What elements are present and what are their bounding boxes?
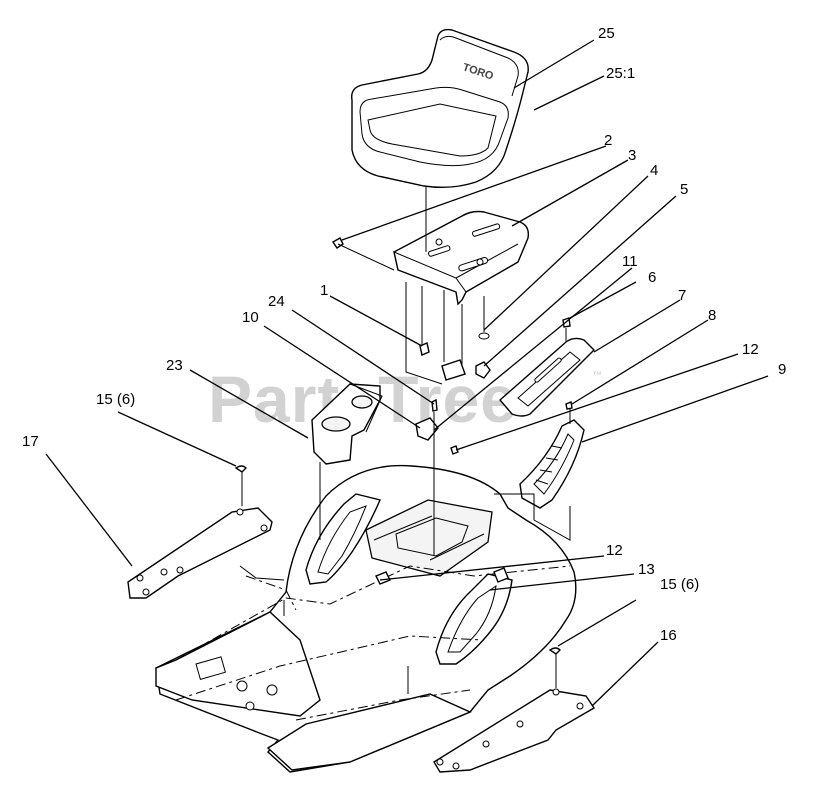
screw-part-12-top (450, 445, 459, 455)
callout-11: 11 (622, 253, 638, 270)
callout-15-right: 15 (6) (660, 576, 699, 593)
knob-part-2 (332, 237, 344, 249)
callout-12-low: 12 (606, 542, 623, 559)
washer-part-4 (478, 332, 490, 340)
bolt-part-1 (419, 342, 430, 356)
watermark-trademark: ™ (592, 370, 602, 381)
callout-23: 23 (166, 357, 183, 374)
callout-2: 2 (604, 132, 612, 149)
clip-part-10 (415, 417, 439, 441)
screw-part-15-left (234, 465, 247, 473)
callout-labels: 25 25:1 2 3 4 5 11 6 7 8 12 9 1 24 10 23… (22, 25, 786, 644)
screw-part-15-right (548, 647, 561, 655)
foot-pad-part-16 (433, 688, 595, 773)
callout-9: 9 (778, 361, 786, 378)
plate-part-7 (499, 337, 595, 417)
callout-13: 13 (638, 561, 655, 578)
callout-16: 16 (660, 627, 677, 644)
seat-part: TORO (351, 28, 529, 189)
callout-1: 1 (320, 282, 328, 299)
callout-8: 8 (708, 307, 716, 324)
callout-25: 25 (598, 25, 615, 42)
callout-12-top: 12 (742, 341, 759, 358)
fender-body (155, 464, 577, 773)
cup-holder-part-23 (311, 383, 383, 465)
callout-24: 24 (268, 293, 285, 310)
foot-pad-part-17 (127, 507, 273, 599)
callout-15-left: 15 (6) (96, 391, 135, 408)
screw-part-24 (431, 398, 438, 412)
callout-3: 3 (628, 147, 636, 164)
callout-4: 4 (650, 162, 658, 179)
callout-10: 10 (242, 309, 259, 326)
guide-part-9 (519, 419, 585, 509)
callout-25-1: 25:1 (606, 65, 635, 82)
callout-5: 5 (680, 181, 688, 198)
callout-6: 6 (648, 269, 656, 286)
screw-part-8 (565, 401, 573, 410)
bracket-plate (441, 359, 466, 381)
nut-part-5 (475, 361, 491, 379)
seat-pan-part (393, 210, 530, 306)
assembly-lines (239, 186, 571, 688)
callout-7: 7 (678, 287, 686, 304)
leader-lines (45, 39, 769, 707)
callout-17: 17 (22, 433, 39, 450)
